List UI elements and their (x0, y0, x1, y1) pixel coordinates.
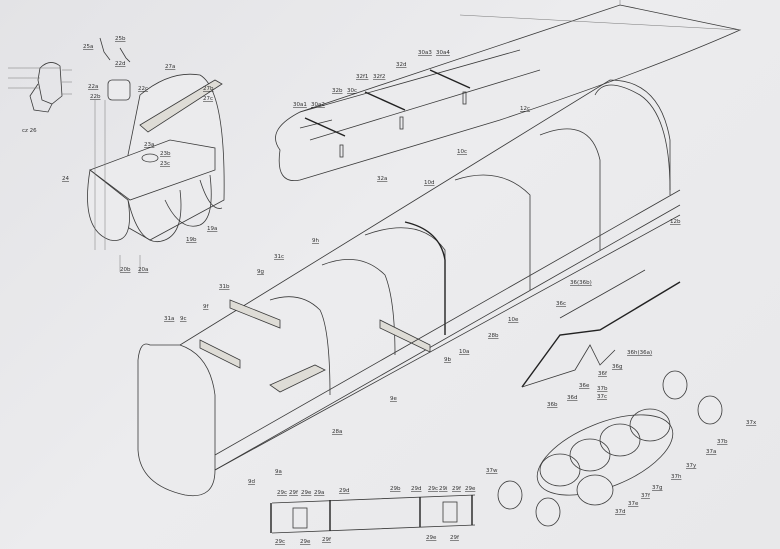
label: 32a (377, 176, 387, 182)
label: 37w (486, 468, 498, 474)
label: 29c (277, 490, 287, 496)
seat-caption: cz 26 (22, 128, 37, 134)
tail-labels: 36(36b) 36c 36h(36a) 36g 36f 36e 36d 36b (547, 280, 652, 408)
label: 9g (257, 269, 264, 275)
label: 37b (717, 439, 728, 445)
tail-assembly (521, 269, 681, 388)
label: 29f (452, 486, 462, 492)
label: 29d (339, 488, 350, 494)
label: 22d (115, 61, 126, 67)
label: 23b (160, 151, 171, 157)
label: 31b (219, 284, 230, 290)
label: 29f (289, 490, 299, 496)
label: 29d (411, 486, 422, 492)
label: 27b (203, 86, 214, 92)
engine-labels: 37b 37c 37x 37b 37a 37y 37h 37g 37f 37e … (486, 386, 757, 515)
label: 30a4 (436, 50, 450, 56)
label: 12c (520, 106, 530, 112)
label: 37c (597, 394, 607, 400)
label: 37a (706, 449, 716, 455)
label: 37y (686, 463, 697, 469)
label: 36h(36a) (627, 350, 652, 356)
label: 29e (300, 539, 311, 545)
label: 9f (203, 304, 209, 310)
fuselage-labels: 12c 10c 10d 12b 10e 28b 10a 9h 31c 9g 31… (164, 106, 681, 485)
label: 27c (203, 96, 213, 102)
label: 20b (120, 267, 131, 273)
label: 19b (186, 237, 197, 243)
stringer-labels: 29c 29f 29e 29a 29d 29b 29d 29c 29i 29f … (275, 486, 476, 545)
label: 37g (652, 485, 663, 491)
label: 24 (62, 176, 69, 182)
label: 32d (396, 62, 407, 68)
label: 32f1 (356, 74, 368, 80)
label: 32b (332, 88, 343, 94)
seat-detail: cz 26 (8, 62, 72, 134)
label: 9e (390, 396, 397, 402)
label: 9b (444, 357, 451, 363)
label: 9d (248, 479, 255, 485)
label: 29e (301, 490, 312, 496)
label: 9h (312, 238, 319, 244)
cockpit-labels: 25a 25b 22d 22a 22c 22b 27a 27b 27c 23a … (62, 36, 217, 273)
label: 36e (579, 383, 590, 389)
label: 31c (274, 254, 284, 260)
label: 37f (641, 493, 651, 499)
label: 36f (598, 371, 608, 377)
label: 19a (207, 226, 217, 232)
label: 37x (746, 420, 757, 426)
label: 29f (322, 537, 332, 543)
label: 32f2 (373, 74, 385, 80)
label: 29a (314, 490, 324, 496)
label: 36c (556, 301, 566, 307)
label: 27a (165, 64, 175, 70)
label: 10a (459, 349, 469, 355)
label: 25a (83, 44, 93, 50)
label: 29c (428, 486, 438, 492)
label: 31a (164, 316, 174, 322)
label: 9a (275, 469, 282, 475)
label: 37e (628, 501, 639, 507)
label: 25b (115, 36, 126, 42)
label: 36g (612, 364, 623, 370)
fuselage-assembly (137, 79, 681, 497)
label: 37h (671, 474, 682, 480)
label: 29b (390, 486, 401, 492)
label: 30c (347, 88, 357, 94)
label: 30a3 (418, 50, 432, 56)
label: 28a (332, 429, 342, 435)
label: 37b (597, 386, 608, 392)
engine-assembly (497, 370, 723, 527)
cockpit-section (87, 37, 225, 272)
label: 36(36b) (570, 280, 592, 286)
label: 10d (424, 180, 435, 186)
label: 20a (138, 267, 148, 273)
label: 23a (144, 142, 154, 148)
label: 36b (547, 402, 558, 408)
label: 29e (426, 535, 437, 541)
label: 29i (439, 486, 448, 492)
label: 22b (90, 94, 101, 100)
label: 30a1 (293, 102, 307, 108)
label: 36d (567, 395, 578, 401)
label: 22a (88, 84, 98, 90)
label: 22c (138, 86, 148, 92)
label: 10c (457, 149, 467, 155)
label: 29c (275, 539, 285, 545)
label: 29e (465, 486, 476, 492)
label: 10e (508, 317, 519, 323)
label: 29f (450, 535, 460, 541)
stringer-detail (270, 494, 476, 534)
label: 23c (160, 161, 170, 167)
label: 28b (488, 333, 499, 339)
label: 12b (670, 219, 681, 225)
label: 30a2 (311, 102, 325, 108)
label: 9c (180, 316, 187, 322)
wing-labels: 30a1 30a2 32b 30c 32f1 32f2 32d 30a3 30a… (293, 50, 450, 182)
wing-assembly (275, 0, 742, 182)
label: 37d (615, 509, 626, 515)
